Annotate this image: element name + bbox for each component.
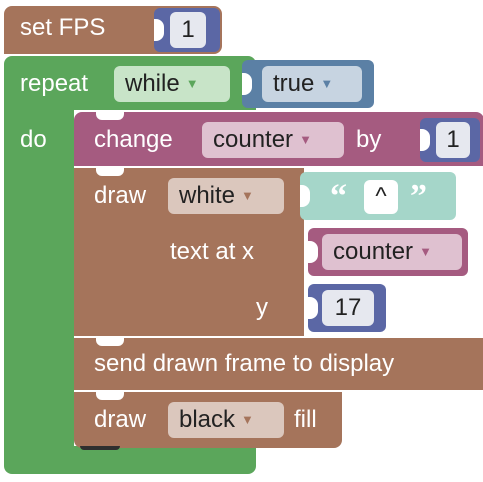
stack-notch — [96, 338, 124, 346]
text-socket-notch — [300, 185, 310, 207]
draw-color-dropdown[interactable]: white ▼ — [168, 178, 284, 214]
y-socket-notch — [308, 297, 318, 319]
y-value-field[interactable]: 17 — [322, 290, 374, 326]
repeat-label: repeat — [20, 70, 89, 97]
open-quote-icon: “ — [330, 178, 347, 215]
fps-value-field[interactable]: 1 — [170, 12, 206, 48]
send-frame-block[interactable] — [74, 338, 483, 390]
repeat-left-arm — [4, 110, 74, 456]
condition-socket-notch — [242, 73, 252, 95]
fill-label: fill — [294, 406, 317, 433]
x-variable-dropdown[interactable]: counter ▼ — [322, 234, 462, 270]
stack-notch — [96, 168, 124, 176]
set-fps-label: set FPS — [20, 14, 106, 41]
text-at-x-label: text at x — [170, 238, 255, 265]
x-variable-value: counter — [333, 238, 414, 265]
chevron-down-icon: ▼ — [299, 132, 312, 147]
draw-color-value: white — [179, 182, 236, 209]
chevron-down-icon: ▼ — [320, 76, 334, 91]
condition-dropdown[interactable]: true ▼ — [262, 66, 362, 102]
change-label: change — [94, 126, 173, 153]
close-quote-icon: ” — [410, 178, 427, 215]
draw-text-label: draw — [94, 182, 147, 209]
y-label: y — [256, 294, 268, 321]
text-value-field[interactable]: ^ — [364, 180, 398, 214]
fill-color-value: black — [179, 406, 236, 433]
block-shadow — [80, 446, 120, 450]
chevron-down-icon: ▼ — [185, 76, 199, 91]
do-label: do — [20, 126, 47, 153]
chevron-down-icon: ▼ — [241, 188, 254, 203]
amount-socket-notch — [420, 129, 430, 151]
change-variable-dropdown[interactable]: counter ▼ — [202, 122, 344, 158]
chevron-down-icon: ▼ — [419, 244, 432, 259]
repeat-mode-value: while — [125, 70, 180, 97]
chevron-down-icon: ▼ — [241, 412, 254, 427]
stack-notch — [96, 112, 124, 120]
draw-fill-label: draw — [94, 406, 147, 433]
change-variable-value: counter — [213, 126, 294, 153]
change-by-label: by — [356, 126, 382, 153]
condition-value: true — [273, 70, 315, 97]
fill-color-dropdown[interactable]: black ▼ — [168, 402, 284, 438]
repeat-bottom-bar — [4, 446, 256, 474]
repeat-mode-dropdown[interactable]: while ▼ — [114, 66, 230, 102]
send-frame-label: send drawn frame to display — [94, 350, 395, 377]
fps-socket-notch — [154, 19, 164, 41]
stack-notch — [96, 392, 124, 400]
x-socket-notch — [308, 241, 318, 263]
change-amount-field[interactable]: 1 — [436, 122, 470, 158]
